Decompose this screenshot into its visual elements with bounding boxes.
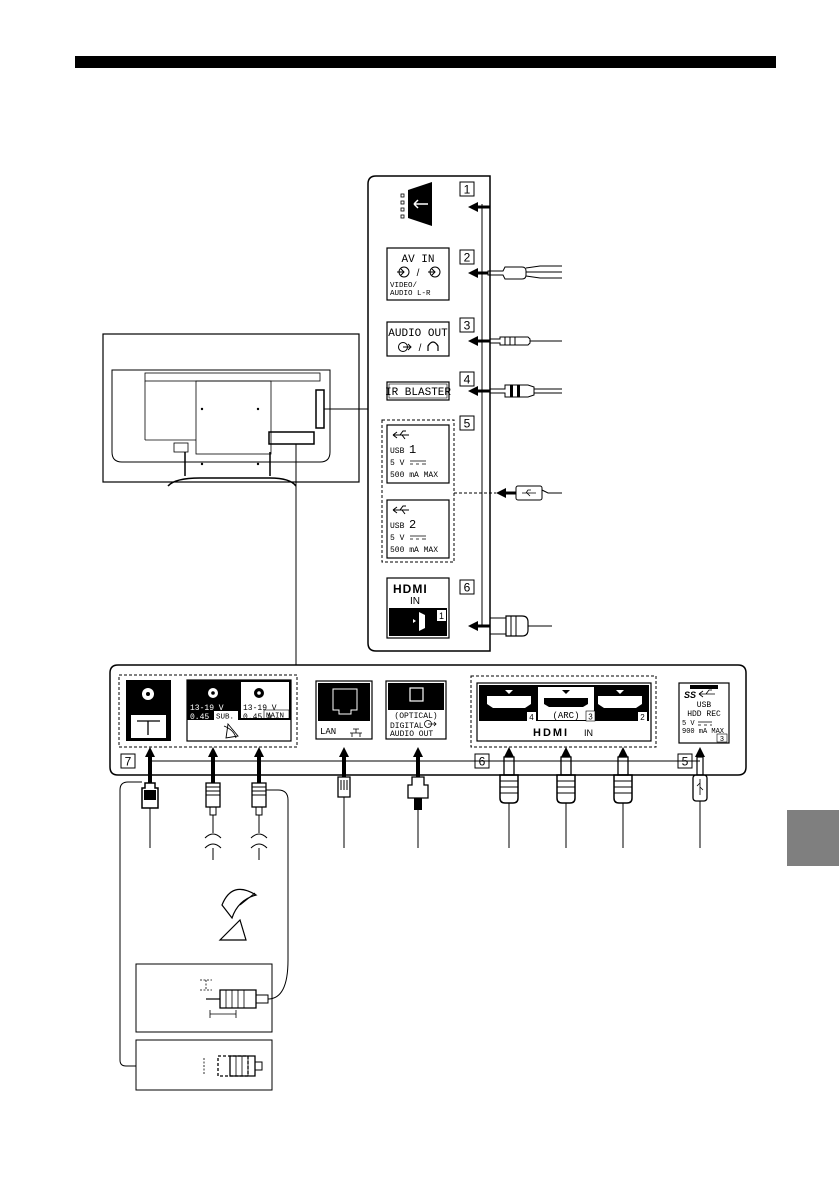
svg-text:USB: USB — [390, 447, 405, 456]
lan-label: LAN — [320, 727, 336, 737]
svg-text:2: 2 — [409, 518, 416, 532]
superspeed-label: SS — [684, 690, 696, 700]
sat-plug-main — [251, 757, 267, 860]
svg-text:7: 7 — [125, 755, 132, 769]
headphone-icon — [428, 342, 438, 351]
av-in-port: AV IN / VIDEO/ AUDIO L-R — [387, 248, 449, 300]
svg-text:2: 2 — [640, 713, 645, 722]
svg-text:5 V: 5 V — [390, 534, 405, 543]
svg-text:3: 3 — [464, 319, 471, 333]
usb-icon — [699, 690, 715, 697]
av-in-label: AV IN — [401, 254, 434, 266]
hdmi-logo: HDMI — [393, 582, 428, 596]
header-bar — [75, 56, 776, 68]
satellite-port-group: 13-19 V 0.45 A SUB. 13-19 V 0.45 A MAIN — [187, 680, 291, 741]
svg-text:IN: IN — [410, 596, 420, 607]
sat-main-tag: MAIN — [266, 713, 284, 721]
usb-side-group: USB 1 5 V 500 mA MAX USB 2 5 V 500 mA MA… — [382, 420, 454, 562]
hdmi-plug-4 — [500, 757, 518, 848]
antenna-port — [126, 680, 171, 741]
callout-4: 4 — [460, 372, 474, 387]
svg-text:5: 5 — [464, 417, 471, 431]
section-tab — [787, 810, 839, 866]
lan-port: LAN — [316, 681, 372, 739]
callout-1: 1 — [460, 182, 474, 197]
hdmi-bottom-group: 4 (ARC) 3 2 HDMI IN — [471, 676, 656, 747]
callout-2: 2 — [460, 250, 474, 265]
hdmi-plug-2 — [614, 757, 632, 848]
ir-blaster-port: IR BLASTER — [385, 382, 451, 400]
bottom-panel: 13-19 V 0.45 A SUB. 13-19 V 0.45 A MAIN … — [110, 665, 746, 775]
usb-icon — [393, 506, 409, 514]
audio-out-port: AUDIO OUT / — [387, 322, 449, 356]
svg-text:3: 3 — [720, 736, 724, 743]
tv-rear-illustration — [103, 334, 368, 665]
side-panel: 1 2 3 4 5 6 AV IN / VIDEO/ AUDIO L-R — [368, 176, 490, 651]
svg-text:500 mA MAX: 500 mA MAX — [390, 471, 438, 480]
callout-6: 6 — [460, 580, 474, 595]
svg-text:5 V: 5 V — [682, 720, 695, 728]
svg-text:3: 3 — [588, 713, 593, 722]
svg-text:500 mA MAX: 500 mA MAX — [390, 546, 438, 555]
av-in-sub2: AUDIO L-R — [390, 290, 431, 298]
usb-icon — [393, 431, 409, 439]
svg-text:900 mA MAX: 900 mA MAX — [682, 728, 725, 736]
callout-3: 3 — [460, 318, 474, 333]
callout-7: 7 — [121, 754, 135, 769]
svg-text:5 V: 5 V — [390, 459, 405, 468]
svg-text:4: 4 — [529, 713, 534, 722]
optical-title: (OPTICAL) — [394, 712, 437, 721]
svg-text:HDD REC: HDD REC — [687, 710, 721, 719]
ir-blaster-label: IR BLASTER — [385, 387, 451, 399]
svg-text:USB: USB — [697, 701, 712, 710]
svg-text:1: 1 — [439, 611, 444, 621]
svg-text:1: 1 — [409, 443, 416, 457]
network-icon — [350, 729, 362, 737]
svg-text:2: 2 — [464, 251, 471, 265]
svg-text:(ARC): (ARC) — [552, 711, 579, 721]
sat-plug-sub — [205, 757, 221, 860]
optical-port: (OPTICAL) DIGITAL AUDIO OUT — [386, 681, 446, 739]
hdmi-plug-3 — [557, 757, 575, 848]
svg-text:4: 4 — [464, 373, 471, 387]
usb3-hdd-port: SS USB HDD REC 5 V 900 mA MAX 3 — [679, 683, 729, 743]
satellite-dish-icon — [224, 724, 238, 738]
connector-detail-f-type — [136, 790, 288, 1032]
svg-text:/: / — [419, 343, 422, 354]
av-in-sub1: VIDEO/ — [390, 282, 418, 290]
sat-sub-tag: SUB. — [216, 714, 234, 722]
bottom-cables — [142, 747, 707, 940]
svg-text:1: 1 — [464, 183, 471, 197]
svg-text:/: / — [417, 268, 420, 279]
hdmi-side-port: HDMI IN 1 — [387, 578, 449, 638]
usb2-port: USB 2 5 V 500 mA MAX — [387, 500, 449, 558]
callout-5: 5 — [460, 416, 474, 431]
hdmi-bottom-logo: HDMI — [533, 727, 569, 739]
connector-detail-iec — [120, 782, 272, 1090]
usb1-port: USB 1 5 V 500 mA MAX — [387, 425, 449, 483]
svg-text:AUDIO OUT: AUDIO OUT — [390, 730, 433, 739]
svg-text:6: 6 — [464, 581, 471, 595]
audio-out-label: AUDIO OUT — [388, 328, 448, 340]
satellite-dish-icon — [220, 889, 256, 940]
svg-text:USB: USB — [390, 522, 405, 531]
side-port-1 — [401, 182, 432, 226]
svg-text:IN: IN — [584, 728, 593, 738]
